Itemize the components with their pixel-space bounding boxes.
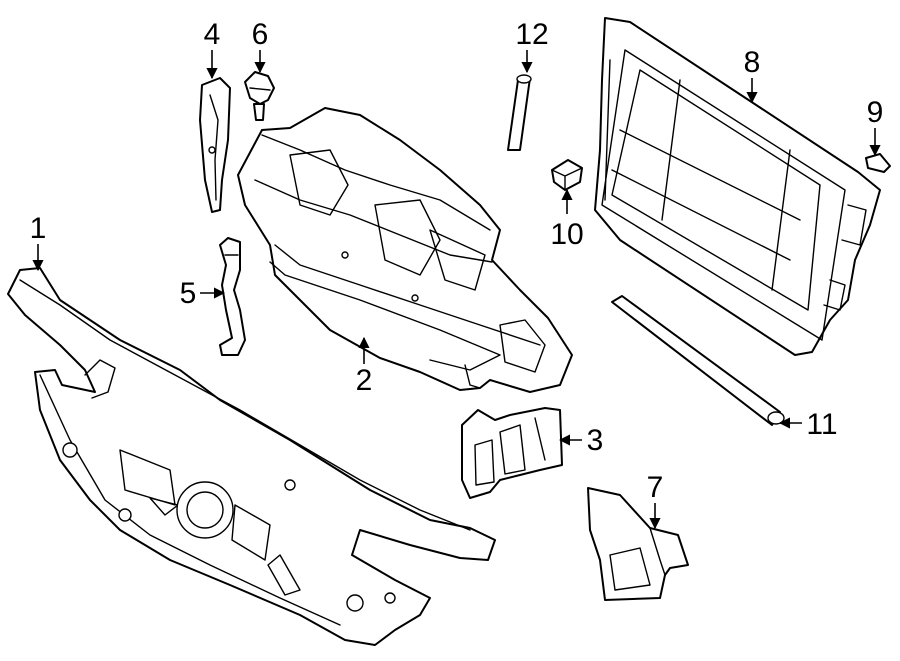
part-3-bracket xyxy=(461,407,563,499)
callout-label-7: 7 xyxy=(647,471,664,504)
callout-1: 1 xyxy=(30,212,47,272)
callout-8: 8 xyxy=(744,46,761,104)
callout-label-11: 11 xyxy=(806,408,837,441)
callout-9: 9 xyxy=(867,96,884,157)
part-6-fastener xyxy=(244,71,275,121)
part-9-clip xyxy=(865,153,891,173)
callout-label-3: 3 xyxy=(587,424,604,457)
part-1-lower-support xyxy=(7,267,496,646)
part-12-seal xyxy=(507,74,532,151)
callout-3: 3 xyxy=(558,424,604,457)
part-7-duct-bracket xyxy=(587,487,689,601)
callout-7: 7 xyxy=(647,471,664,530)
callout-label-4: 4 xyxy=(204,18,221,51)
part-8-frame xyxy=(594,17,881,356)
callout-label-9: 9 xyxy=(867,96,884,129)
callout-label-1: 1 xyxy=(30,212,47,245)
callout-6: 6 xyxy=(252,18,269,74)
callout-label-8: 8 xyxy=(744,46,761,79)
callout-label-6: 6 xyxy=(252,18,269,51)
callout-2: 2 xyxy=(356,336,373,397)
callout-label-10: 10 xyxy=(550,218,583,251)
callout-label-12: 12 xyxy=(515,18,548,51)
part-2-upper-panel xyxy=(237,107,573,393)
part-10-block xyxy=(551,159,583,191)
part-4-side-bracket xyxy=(199,77,231,213)
part-11-seal xyxy=(611,295,785,426)
callout-12: 12 xyxy=(515,18,549,74)
callout-11: 11 xyxy=(778,408,838,441)
callout-5: 5 xyxy=(180,277,226,310)
part-5-rod-bracket xyxy=(219,237,246,356)
callout-label-5: 5 xyxy=(180,277,197,310)
callout-4: 4 xyxy=(204,18,221,80)
callout-label-2: 2 xyxy=(356,364,373,397)
callout-10: 10 xyxy=(550,188,584,251)
